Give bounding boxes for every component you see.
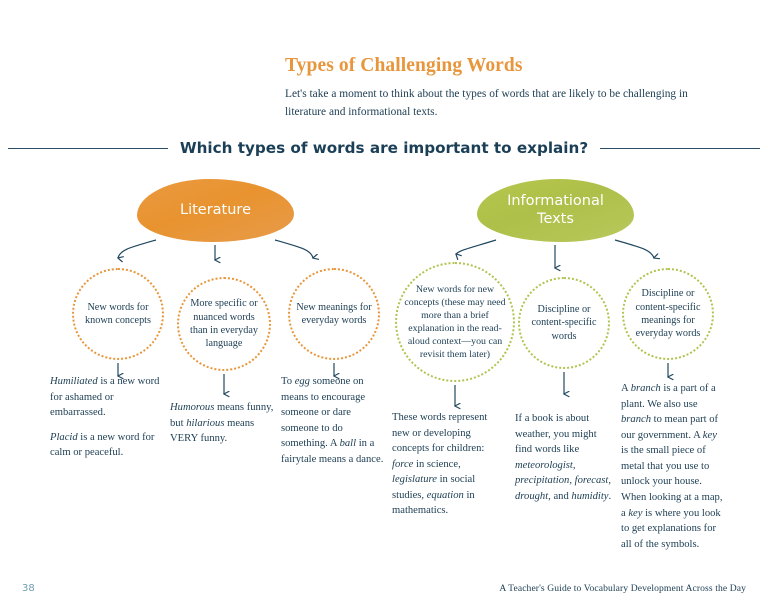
example-text-known-concepts: Humiliated is a new word for ashamed or … [50, 374, 162, 461]
example-paragraph: To egg someone on means to encourage som… [281, 376, 384, 465]
section-banner: Which types of words are important to ex… [0, 134, 768, 162]
example-text-new-concepts: These words represent new or developing … [392, 410, 504, 519]
intro-paragraph: Let's take a moment to think about the t… [285, 88, 688, 119]
example-text-nuanced-words: Humorous means funny, but hilarious mean… [170, 400, 278, 447]
node-circle-new-words-new-concepts: New words for new concepts (these may ne… [395, 262, 515, 382]
example-paragraph: Humiliated is a new word for ashamed or … [50, 376, 160, 419]
running-head: A Teacher's Guide to Vocabulary Developm… [499, 583, 746, 594]
page-number: 38 [22, 583, 35, 594]
example-paragraph: A branch is a part of a plant. We also u… [621, 383, 723, 550]
node-circle-discipline-content-specific-words: Discipline or content-specific words [518, 277, 610, 369]
example-text-content-specific-words: If a book is about weather, you might fi… [515, 411, 615, 504]
example-text-new-meanings: To egg someone on means to encourage som… [281, 374, 385, 467]
branch-blob-literature[interactable]: Literature [137, 179, 294, 242]
example-paragraph: If a book is about weather, you might fi… [515, 413, 612, 502]
branch-blob-informational-texts[interactable]: Informational Texts [477, 179, 634, 242]
page-title: Types of Challenging Words [285, 55, 523, 76]
banner-rule-left [7, 147, 168, 149]
node-circle-new-meanings-everyday: New meanings for everyday words [288, 268, 380, 360]
node-circle-more-specific-nuanced: More specific or nuanced words than in e… [177, 277, 271, 371]
node-circle-new-words-known-concepts: New words for known concepts [72, 268, 164, 360]
example-paragraph: Humorous means funny, but hilarious mean… [170, 402, 274, 445]
banner-title: Which types of words are important to ex… [179, 139, 589, 157]
node-circle-discipline-meanings-everyday: Discipline or content-specific meanings … [622, 268, 714, 360]
example-text-content-specific-meanings: A branch is a part of a plant. We also u… [621, 381, 723, 552]
example-paragraph: These words represent new or developing … [392, 412, 488, 517]
example-paragraph: Placid is a new word for calm or peacefu… [50, 431, 155, 459]
banner-rule-right [600, 147, 761, 149]
